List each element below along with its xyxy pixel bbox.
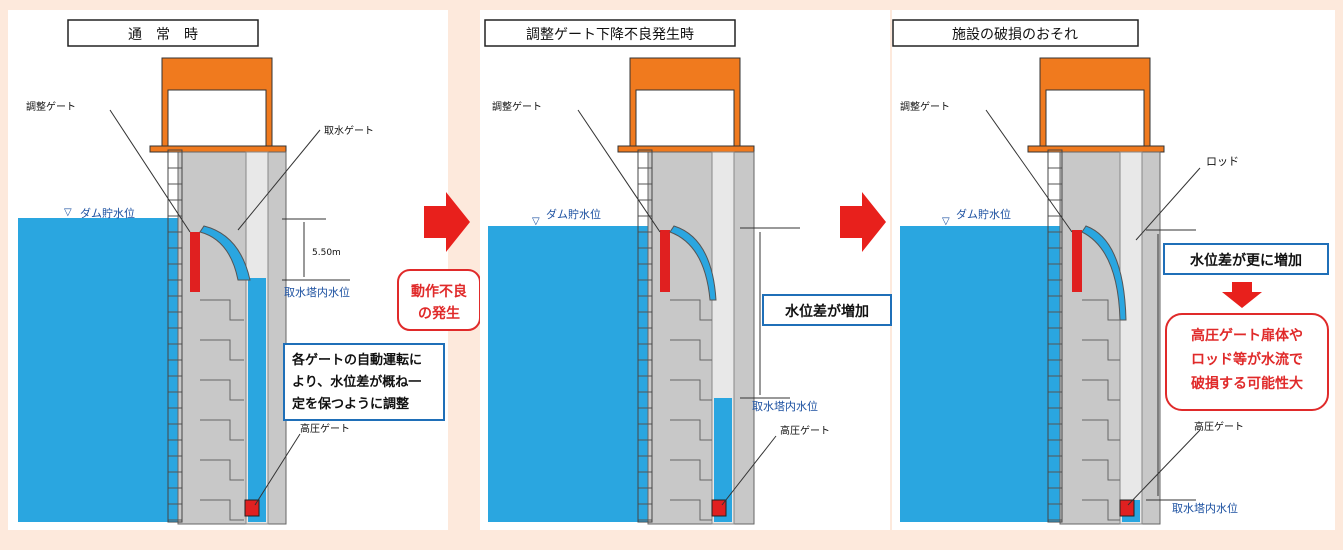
panel-title: 通 常 時 [128, 27, 198, 43]
gate-racks [200, 299, 244, 521]
overflow-stream [199, 225, 251, 281]
panel-title: 施設の破損のおそれ [952, 27, 1078, 43]
reservoir-water [900, 226, 1060, 522]
overflow-stream [1081, 225, 1127, 321]
tower-housing [635, 89, 735, 149]
reservoir-water [488, 226, 648, 522]
high-pressure-gate-body [1119, 499, 1135, 517]
malfunction-line-1: 動作不良 [411, 283, 467, 300]
panel-title: 調整ゲート下降不良発生時 [526, 27, 694, 43]
tower-wall [1059, 151, 1161, 525]
high-pressure-gate-label: 高圧ゲート [1194, 420, 1244, 433]
diff-box [1163, 243, 1329, 275]
tower-water [248, 278, 266, 522]
reservoir-water [18, 218, 178, 522]
leader-adjust-gate [577, 109, 661, 233]
intake-shaft [1119, 151, 1143, 525]
dam-level-label: ダム貯水位 [546, 207, 601, 221]
note-line-1: 各ゲートの自動運転に [291, 352, 422, 368]
intake-gate-label: 取水ゲート [324, 125, 374, 137]
note-line-2: より、水位差が概ね一 [292, 374, 421, 390]
adjust-gate-body [660, 230, 670, 292]
note-box [283, 343, 445, 421]
down-arrow-icon [1222, 282, 1262, 308]
title-box [484, 19, 736, 47]
leader-rod [1135, 167, 1201, 241]
danger-callout [1165, 313, 1329, 411]
note-line-3: 定を保つように調整 [291, 396, 410, 412]
tower-housing [167, 89, 267, 149]
tower-water [714, 398, 732, 522]
transition-arrow-1 [424, 192, 470, 252]
tower-wall [647, 151, 755, 525]
ladder [637, 149, 653, 523]
leader-intake-gate [237, 129, 321, 231]
tower-level-label: 取水塔内水位 [1172, 501, 1238, 515]
panel-malfunction: 調整ゲート下降不良発生時 調整ゲート ダム貯水位 ▽ 水位差が増加 取水塔内水位… [480, 10, 892, 530]
leader-high-pressure-gate [721, 435, 777, 506]
diff-label: 水位差が増加 [785, 303, 869, 320]
panel-normal: 通 常 時 調整ゲート 取水ゲート ダム貯水位 ▽ 5.50m 取水塔内水位 高… [8, 10, 448, 530]
title-box [67, 19, 259, 47]
diff-label: 水位差が更に増加 [1190, 252, 1302, 269]
adjust-gate-body [190, 232, 200, 292]
adjust-gate-label: 調整ゲート [900, 100, 950, 113]
dam-level-label: ダム貯水位 [956, 207, 1011, 221]
overflow-stream [669, 225, 717, 301]
tower-level-label: 取水塔内水位 [752, 399, 818, 413]
ladder [167, 149, 183, 523]
leader-adjust-gate [109, 109, 191, 233]
adjust-gate-label: 調整ゲート [26, 100, 76, 113]
danger-line-2: ロッド等が水流で [1191, 351, 1303, 368]
water-level-marker-icon: ▽ [942, 216, 950, 227]
panel-damage-risk: 施設の破損のおそれ 調整ゲート ロッド ダム貯水位 ▽ 水位差が更に増加 高圧ゲ… [892, 10, 1335, 530]
title-box [892, 19, 1139, 47]
water-level-marker-icon: ▽ [532, 216, 540, 227]
danger-line-3: 破損する可能性大 [1191, 375, 1303, 392]
danger-line-1: 高圧ゲート扉体や [1191, 327, 1303, 344]
tower-wall [177, 151, 287, 525]
transition-arrow-2 [840, 192, 886, 252]
adjust-gate-body [1072, 230, 1082, 292]
malfunction-line-2: の発生 [418, 305, 460, 322]
leader-high-pressure-gate [254, 433, 301, 506]
adjust-gate-label: 調整ゲート [492, 100, 542, 113]
tower-level-label: 取水塔内水位 [284, 285, 350, 299]
gate-racks [1082, 299, 1120, 521]
diff-box [762, 294, 892, 326]
leader-adjust-gate [985, 109, 1073, 233]
gate-racks [670, 299, 712, 521]
head-value: 5.50m [312, 248, 341, 258]
tower-housing [1045, 89, 1145, 149]
rod-label: ロッド [1206, 155, 1239, 168]
high-pressure-gate-label: 高圧ゲート [780, 424, 830, 437]
leader-high-pressure-gate [1127, 429, 1201, 506]
high-pressure-gate-label: 高圧ゲート [300, 422, 350, 435]
dam-level-label: ダム貯水位 [80, 206, 135, 220]
water-level-marker-icon: ▽ [64, 207, 72, 218]
ladder [1047, 149, 1063, 523]
